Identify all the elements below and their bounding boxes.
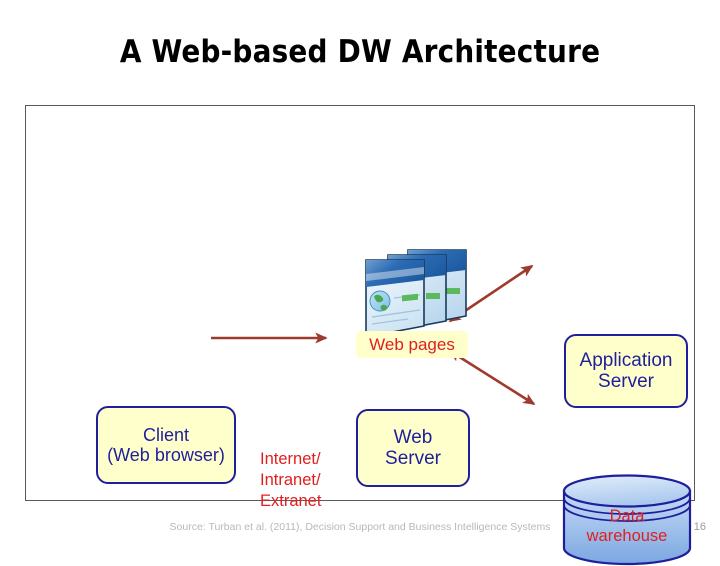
node-client-line2: (Web browser) (107, 445, 225, 465)
web-page-sheet-front (365, 259, 425, 336)
diagram-frame: Web pages Client (Web browser) Internet/… (25, 105, 695, 566)
node-client-line1: Client (142, 424, 190, 445)
node-web-server[interactable]: Web Server (356, 409, 470, 487)
node-web-server-line2: Server (385, 448, 441, 469)
database-cylinder-icon (562, 474, 692, 566)
connector-web-server-to-data-warehouse (448, 349, 536, 406)
node-application-server-line1: Application (579, 349, 673, 371)
node-data-warehouse[interactable]: Data warehouse (562, 474, 692, 566)
source-note: Source: Turban et al. (2011), Decision S… (169, 521, 551, 533)
page-title: A Web-based DW Architecture (119, 34, 601, 70)
node-application-server[interactable]: Application Server (564, 334, 688, 408)
node-client[interactable]: Client (Web browser) (96, 406, 236, 484)
network-label-line2: Intranet/ (260, 470, 321, 489)
page-number: 16 (693, 521, 706, 533)
node-web-server-line1: Web (393, 426, 433, 448)
network-label-line1: Internet/ (260, 450, 321, 468)
web-pages-icon (365, 249, 467, 336)
node-application-server-line2: Server (598, 371, 654, 392)
web-pages-label: Web pages (356, 331, 468, 358)
network-label-line3: Extranet (260, 491, 322, 510)
network-label: Internet/ Intranet/ Extranet (260, 449, 321, 512)
